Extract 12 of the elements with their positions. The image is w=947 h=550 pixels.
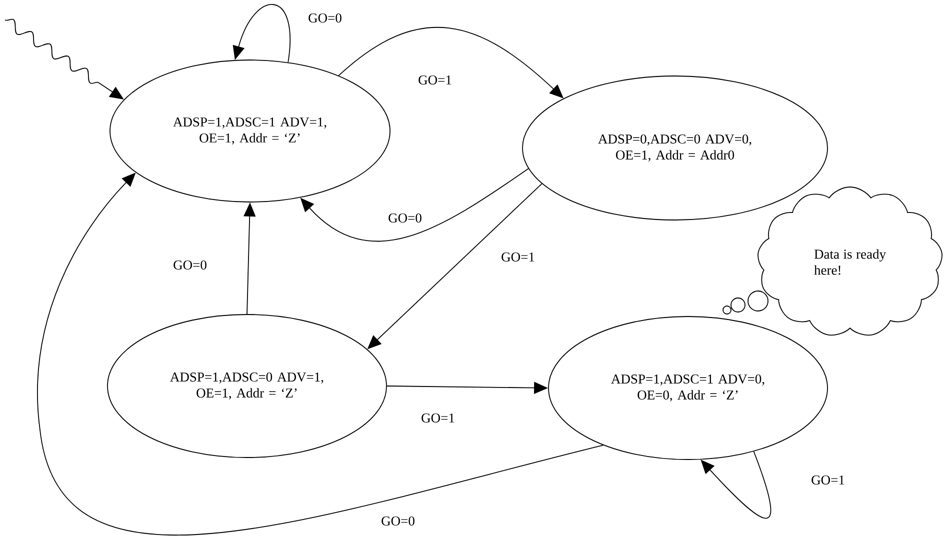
edge-label: GO=0 [307, 12, 343, 24]
arrow [700, 451, 772, 519]
edge-label: GO=1 [420, 412, 456, 424]
edge-label: GO=0 [380, 515, 416, 527]
thought-cloud: Data is ready here! [758, 186, 942, 336]
edge-label: GO=1 [500, 251, 536, 263]
edge-label: GO=0 [172, 259, 208, 271]
edge-label: GO=1 [810, 474, 846, 486]
arrow [232, 4, 290, 63]
edge-label: GO=1 [417, 74, 453, 86]
arrow [37, 172, 604, 536]
edge-label: GO=0 [387, 212, 423, 224]
